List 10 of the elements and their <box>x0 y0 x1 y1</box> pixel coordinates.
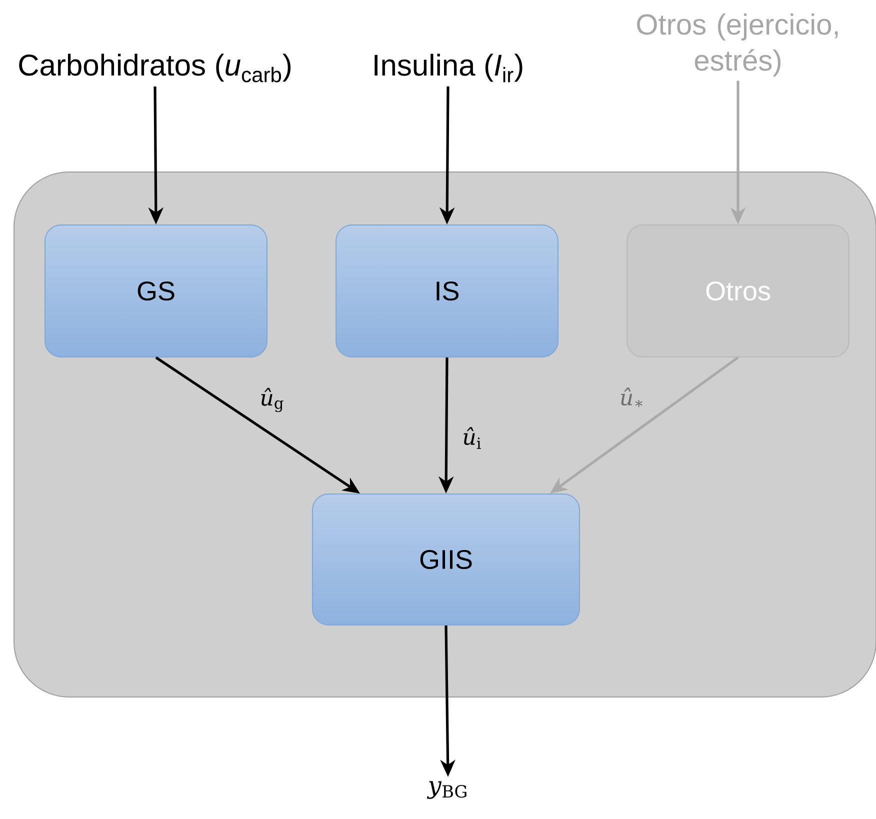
process-box: IS <box>336 224 558 358</box>
process-box: GIIS <box>312 494 580 626</box>
edge-label: û$_{g}$ <box>261 388 284 412</box>
input-label: Otros (ejercicio, estrés) <box>637 14 838 76</box>
input-label: Insulina (I$_{ir}$) <box>374 54 522 82</box>
process-box: GS <box>44 224 268 358</box>
edge-label: û$_{i}$ <box>464 427 481 449</box>
input-label: Carbohidratos (u$_{carb}$) <box>19 54 291 82</box>
edge-label: û$_{∗}$ <box>620 388 642 408</box>
output-label: y$_{BG}$ <box>426 781 466 799</box>
